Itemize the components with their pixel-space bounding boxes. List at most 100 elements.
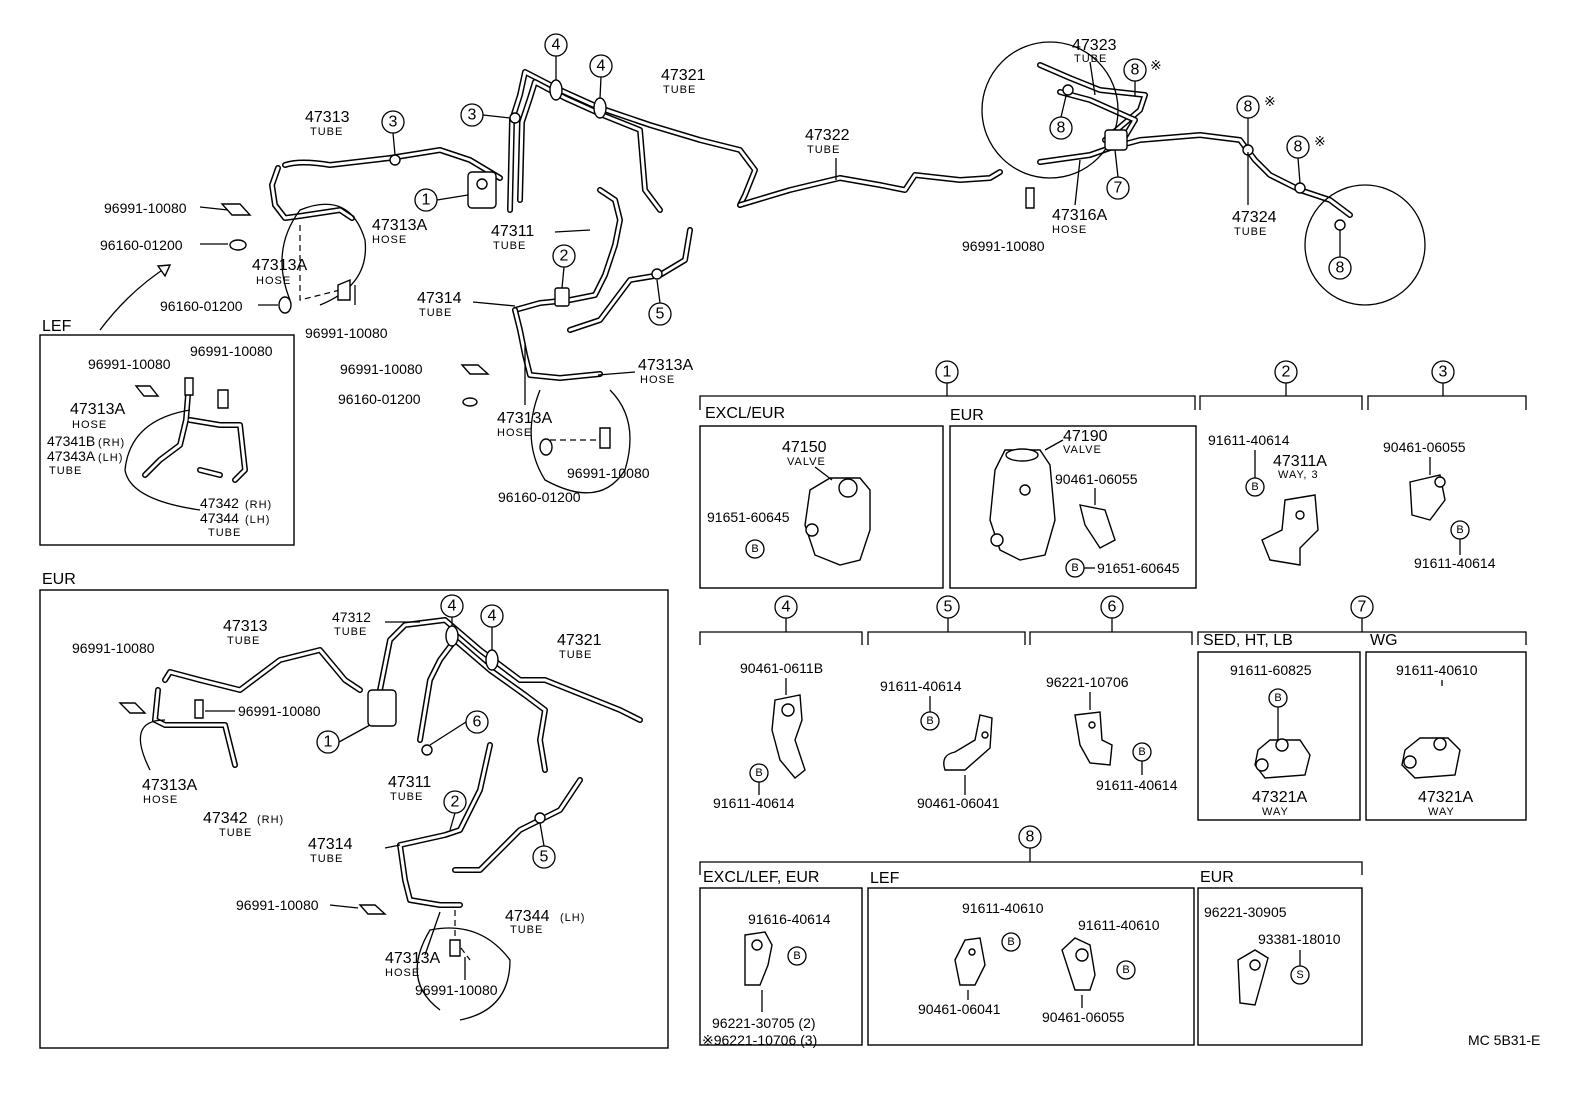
mark-symbol: ※ bbox=[1264, 93, 1276, 109]
callout-number: 4 bbox=[448, 598, 457, 615]
callout-number: 1 bbox=[943, 364, 952, 381]
part-type-label: TUBE bbox=[334, 626, 367, 638]
part-label: 47313A bbox=[70, 401, 125, 418]
part-label: 91611-60825 bbox=[1230, 662, 1312, 678]
part-type-label: TUBE bbox=[1074, 53, 1107, 65]
mark-symbol: ※ bbox=[1150, 57, 1162, 73]
mark-symbol: B bbox=[1071, 562, 1078, 574]
callout-8-c: 8 bbox=[1244, 99, 1253, 116]
part-label: 96991-10080 bbox=[236, 897, 319, 913]
part-label: 90461-0611B bbox=[740, 660, 823, 676]
part-type-label: HOSE bbox=[1052, 224, 1087, 236]
mark-symbol: B bbox=[1251, 481, 1258, 493]
section-label: EUR bbox=[1200, 869, 1234, 886]
clip-icon bbox=[220, 203, 252, 216]
detail-4: 4 90461-0611B B 91611-40614 bbox=[699, 595, 863, 811]
part-label: 91611-40614 bbox=[1208, 432, 1290, 448]
part-label: 47324 bbox=[1232, 209, 1277, 226]
part-label: 47313 bbox=[305, 109, 350, 126]
part-label: 47314 bbox=[308, 836, 353, 853]
callout-8-d: 8 bbox=[1294, 139, 1303, 156]
part-label: (LH) bbox=[560, 912, 585, 924]
callout-8-e: 8 bbox=[1336, 260, 1345, 277]
part-type-label: HOSE bbox=[256, 275, 291, 287]
part-label: 96991-10080 bbox=[190, 343, 273, 359]
part-type-label: TUBE bbox=[390, 791, 423, 803]
part-label: 47316A bbox=[1052, 207, 1107, 224]
callout-number: 5 bbox=[540, 849, 549, 866]
front-left-disc bbox=[281, 203, 367, 306]
part-label: 47313A bbox=[372, 217, 427, 234]
lef-label: LEF bbox=[42, 318, 72, 335]
part-label: 47342 bbox=[203, 810, 248, 827]
front-right-disc bbox=[530, 389, 631, 494]
detail-3: 3 90461-06055 B 91611-40614 bbox=[1367, 360, 1527, 571]
part-type-label: HOSE bbox=[143, 794, 178, 806]
detail-5: 5 91611-40614 B 90461-06041 bbox=[867, 595, 1026, 811]
part-label: 93381-18010 bbox=[1258, 931, 1341, 947]
tube-connectors bbox=[389, 79, 1346, 307]
mark-symbol: B bbox=[1007, 936, 1014, 948]
callout-number: 2 bbox=[1282, 364, 1291, 381]
section-label: EXCL/EUR bbox=[705, 405, 785, 422]
part-label: 96991-10080 bbox=[238, 703, 321, 719]
mark-symbol: B bbox=[1138, 746, 1145, 758]
washer-icon bbox=[278, 296, 292, 314]
mark-symbol: B bbox=[926, 715, 933, 727]
callout-number: 4 bbox=[782, 599, 791, 616]
part-type-label: WAY, 3 bbox=[1278, 469, 1319, 481]
part-label: 91611-40610 bbox=[962, 900, 1044, 916]
part-label: 47313A bbox=[638, 357, 693, 374]
mark-symbol: B bbox=[751, 543, 758, 555]
part-label: 96991-10080 bbox=[72, 640, 155, 656]
part-label: 47322 bbox=[805, 127, 850, 144]
part-label: 91611-40614 bbox=[880, 678, 962, 694]
part-type-label: TUBE bbox=[559, 649, 592, 661]
part-label: 90461-06055 bbox=[1042, 1009, 1125, 1025]
part-label: 96991-10080 bbox=[962, 238, 1045, 254]
part-type-label: HOSE bbox=[372, 234, 407, 246]
part-label: 47190 bbox=[1063, 428, 1108, 445]
part-label: 96221-30705 (2) bbox=[712, 1015, 816, 1031]
part-label: 47342 bbox=[200, 495, 239, 511]
part-label: 47311A bbox=[1273, 453, 1327, 470]
part-label: 47313A bbox=[142, 777, 197, 794]
callout-number: 1 bbox=[324, 734, 333, 751]
part-label: 96160-01200 bbox=[338, 391, 421, 407]
part-type-label: TUBE bbox=[510, 924, 543, 936]
part-label: ※96221-10706 (3) bbox=[702, 1032, 817, 1048]
part-label: 47321A bbox=[1252, 789, 1307, 806]
part-label: 96991-10080 bbox=[340, 361, 423, 377]
part-type-label: TUBE bbox=[807, 144, 840, 156]
part-label: 47313 bbox=[223, 618, 268, 635]
rear-right-drum bbox=[1304, 184, 1426, 306]
part-label: (LH) bbox=[245, 514, 270, 526]
section-label: EXCL/LEF, EUR bbox=[703, 869, 819, 886]
part-label: 47321 bbox=[661, 67, 706, 84]
part-type-label: TUBE bbox=[310, 126, 343, 138]
part-label: 91611-40610 bbox=[1078, 917, 1160, 933]
mark-symbol: B bbox=[1274, 692, 1281, 704]
clip-icons-main bbox=[220, 187, 1035, 456]
eur-label: EUR bbox=[42, 571, 76, 588]
clip-icon bbox=[599, 427, 611, 449]
part-label: 96991-10080 bbox=[104, 200, 187, 216]
part-label: 90461-06041 bbox=[918, 1001, 1001, 1017]
washer-icon bbox=[539, 438, 553, 456]
part-type-label: TUBE bbox=[493, 240, 526, 252]
callout-8-a: 8 bbox=[1131, 62, 1140, 79]
mark-symbol: B bbox=[1122, 964, 1129, 976]
part-label: 90461-06041 bbox=[917, 795, 1000, 811]
part-label: 91611-40614 bbox=[713, 795, 795, 811]
detail-7: 7 SED, HT, LB WG 91611-60825 B 47321A WA… bbox=[1197, 595, 1527, 821]
part-label: 47313A bbox=[497, 410, 552, 427]
lef-inset: LEF 96991-10080 96991-10080 47313A HOSE … bbox=[39, 318, 295, 546]
part-type-label: WAY bbox=[1262, 806, 1289, 818]
part-label: 47312 bbox=[332, 609, 371, 625]
part-type-label: TUBE bbox=[310, 853, 343, 865]
part-type-label: TUBE bbox=[208, 527, 241, 539]
part-label: 47311 bbox=[491, 223, 534, 240]
part-label: (RH) bbox=[245, 499, 272, 511]
part-label: 47314 bbox=[417, 290, 462, 307]
